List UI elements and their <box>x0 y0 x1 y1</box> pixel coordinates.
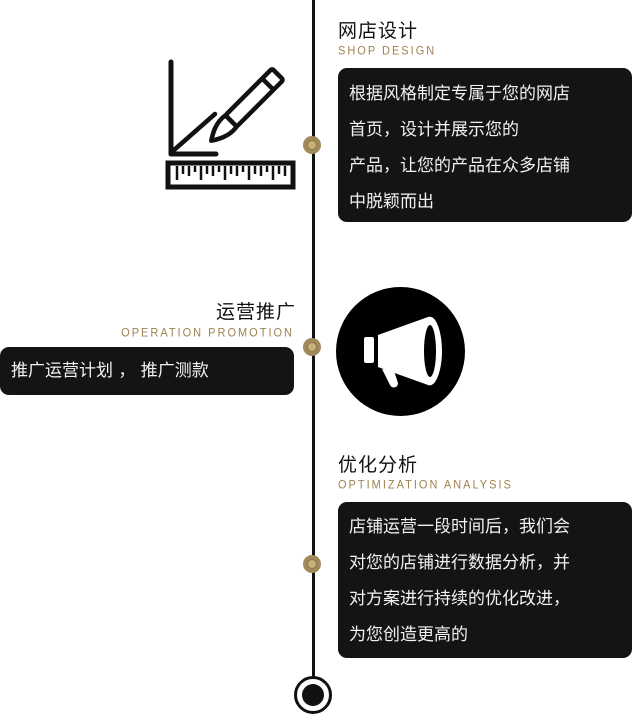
section-subtitle-shop-design: SHOP DESIGN <box>338 44 437 58</box>
card-operation-promotion: 推广运营计划 ， 推广测款 <box>0 347 294 395</box>
card-line: 店铺运营一段时间后，我们会 <box>349 517 570 537</box>
card-line: 中脱颖而出 <box>349 192 434 212</box>
timeline-node-operation-promotion <box>303 338 321 356</box>
card-line: 为您创造更高的 <box>349 625 468 645</box>
section-title-operation-promotion: 运营推广 <box>215 301 296 323</box>
card-line: 对方案进行持续的优化改进， <box>349 589 570 609</box>
card-shop-design: 根据风格制定专属于您的网店 首页，设计并展示您的 产品，让您的产品在众多店铺 中… <box>338 68 632 222</box>
section-subtitle-operation-promotion: OPERATION PROMOTION <box>121 326 294 340</box>
timeline-end-marker <box>294 676 332 714</box>
card-line: 根据风格制定专属于您的网店 <box>349 84 570 104</box>
timeline-node-optimization-analysis <box>303 555 321 573</box>
card-line: 产品，让您的产品在众多店铺 <box>349 156 570 176</box>
card-line: 推广运营计划 ， 推广测款 <box>11 361 209 381</box>
section-title-optimization-analysis: 优化分析 <box>338 454 419 476</box>
timeline-node-shop-design <box>303 136 321 154</box>
design-tools-icon <box>160 58 300 197</box>
megaphone-icon <box>336 287 465 416</box>
section-subtitle-optimization-analysis: OPTIMIZATION ANALYSIS <box>338 478 513 492</box>
section-title-shop-design: 网店设计 <box>338 20 419 42</box>
card-line: 对您的店铺进行数据分析，并 <box>349 553 570 573</box>
card-line: 首页，设计并展示您的 <box>349 120 519 140</box>
card-optimization-analysis: 店铺运营一段时间后，我们会 对您的店铺进行数据分析，并 对方案进行持续的优化改进… <box>338 502 632 658</box>
